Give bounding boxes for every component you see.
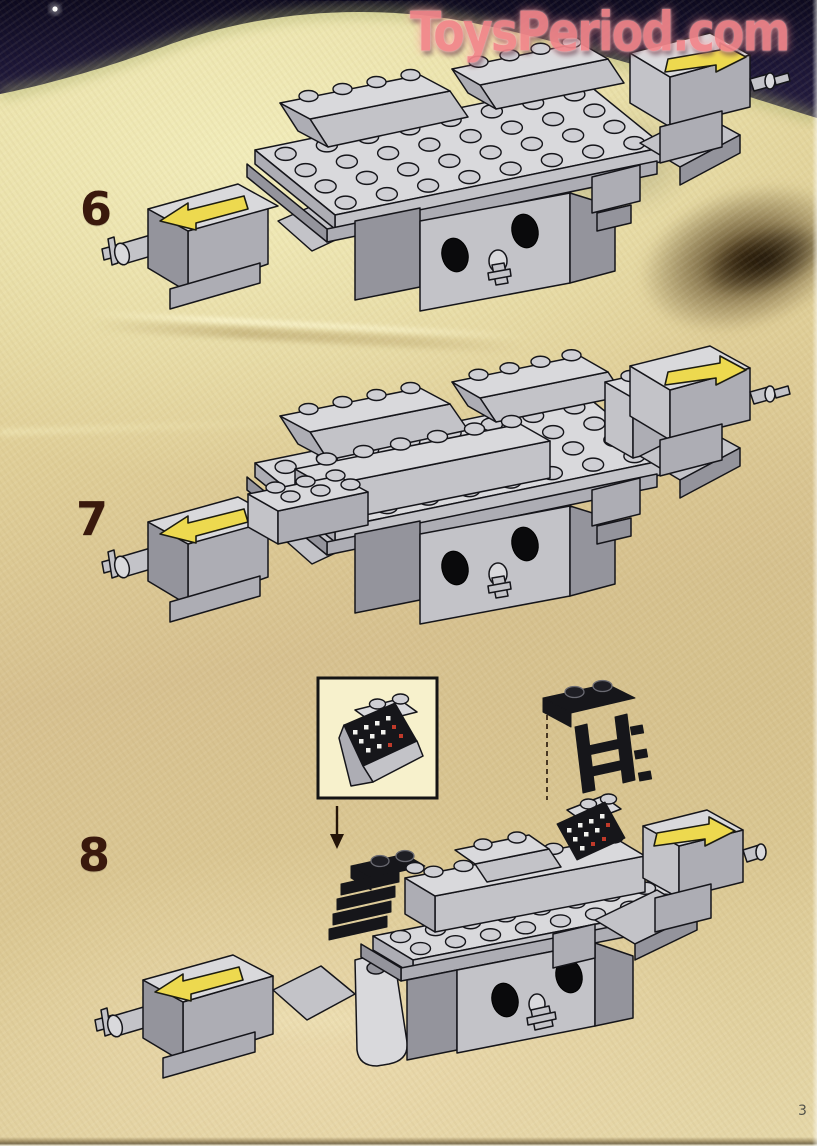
inset-callout-box — [316, 676, 439, 800]
page-number: 3 — [798, 1103, 807, 1119]
step-8-number: 8 — [78, 828, 111, 882]
thruster-pod-left — [147, 183, 279, 310]
thruster-pod-right — [629, 345, 791, 477]
black-bracket-part — [542, 679, 653, 794]
black-grille-stack — [328, 849, 426, 941]
lego-model-step-8 — [94, 793, 767, 1079]
arrow-down-icon — [330, 834, 344, 849]
lego-model-step-7 — [101, 345, 791, 625]
step-6-number: 6 — [80, 182, 113, 236]
arrow-left-icon — [159, 508, 249, 544]
step-7-illustration — [101, 345, 791, 625]
page-bottom-edge — [0, 1137, 817, 1146]
thruster-pod-left — [142, 954, 274, 1079]
arrow-right-icon — [664, 355, 747, 386]
arrow-right-icon — [664, 42, 747, 73]
thruster-pod-right — [629, 32, 791, 164]
star-icon — [52, 6, 58, 12]
step-7-number: 7 — [76, 492, 109, 546]
arrow-left-icon — [154, 966, 244, 1002]
callout-arrow — [330, 806, 344, 849]
panel-buttons — [353, 716, 391, 753]
panel-lights — [388, 725, 403, 747]
arrow-left-icon — [159, 195, 249, 231]
step-6-illustration — [101, 32, 791, 312]
control-panel-slope-brick — [556, 793, 626, 861]
thruster-pod-left — [147, 496, 279, 623]
thruster-pod-right — [642, 809, 767, 933]
watermark: ToysPeriod.com — [410, 0, 790, 64]
page-right-edge — [812, 0, 817, 1146]
arrow-right-icon — [653, 816, 736, 847]
step-8-illustration — [94, 676, 767, 1079]
lego-model-step-6 — [101, 32, 791, 312]
